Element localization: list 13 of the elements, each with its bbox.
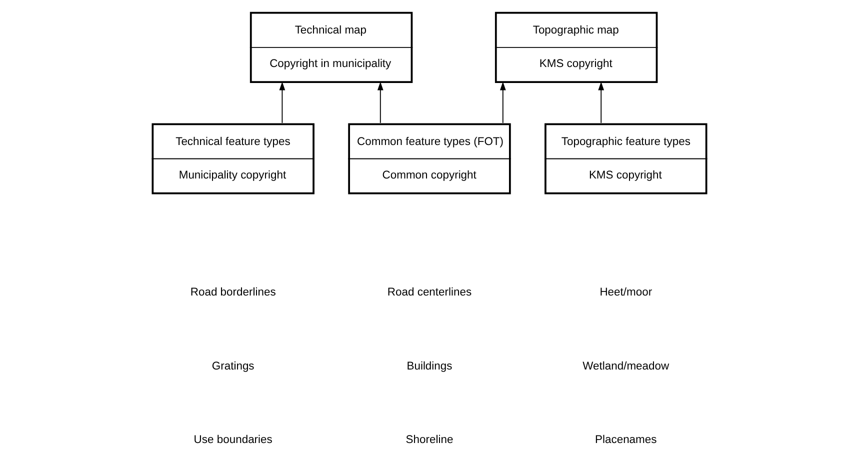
label: Placenames: [594, 434, 656, 446]
label: Heet/moor: [599, 286, 652, 298]
label: Wetland/meadow: [582, 360, 669, 372]
arrow: [598, 82, 604, 124]
arrow: [376, 82, 383, 124]
label: Gratings: [211, 360, 254, 372]
arrow: [499, 82, 506, 124]
label: Buildings: [406, 360, 452, 372]
label: Road centerlines: [386, 286, 472, 298]
label: Road borderlines: [190, 286, 276, 298]
label: Use boundaries: [193, 434, 272, 446]
arrow: [278, 82, 285, 124]
label: Shoreline: [405, 434, 453, 446]
